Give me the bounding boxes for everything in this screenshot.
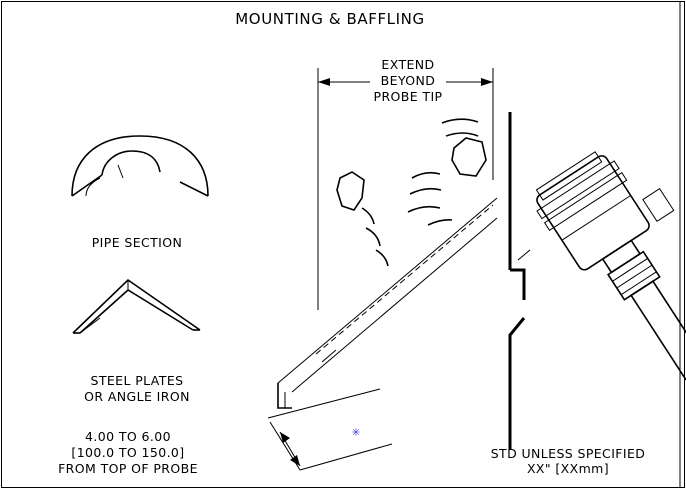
dimension-label-line-1: 4.00 TO 6.00 [85,429,171,444]
dim-arrowhead-bottom [290,455,300,466]
arrowhead-right [481,78,493,86]
offset-dimension [267,388,393,471]
pipe-section-label: PIPE SECTION [92,235,183,250]
sensor-housing [535,151,686,381]
dim-arrowhead-top [280,432,290,443]
tank-wall [508,112,531,450]
std-note-line-1: STD UNLESS SPECIFIED [491,446,646,461]
extend-label-line-3: PROBE TIP [374,89,443,104]
steel-plates-label-line-1: STEEL PLATES [91,373,184,388]
center-marker: ✳ [351,426,360,439]
arrowhead-left [318,78,330,86]
extend-label-line-2: BEYOND [381,73,436,88]
pipe-section-icon [71,135,209,197]
angle-iron-icon [72,278,201,334]
angled-baffle [277,197,498,409]
dimension-label-line-2: [100.0 TO 150.0] [71,445,184,460]
extend-label-line-1: EXTEND [381,57,434,72]
std-note-line-2: XX" [XXmm] [527,461,609,476]
drawing-title: MOUNTING & BAFFLING [235,10,424,28]
steel-plates-label-line-2: OR ANGLE IRON [84,389,190,404]
dimension-label-line-3: FROM TOP OF PROBE [58,461,198,476]
extend-dimension [317,68,494,310]
sound-wave-arcs [361,118,479,267]
material-particles [336,137,487,211]
